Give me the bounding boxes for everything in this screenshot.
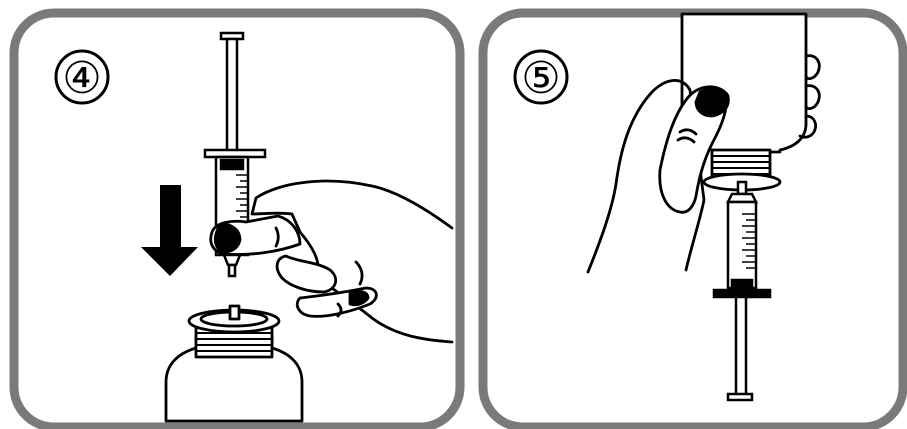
panel-step-4: ④	[14, 13, 460, 427]
step-4-number: ④	[62, 53, 101, 104]
step-4-badge: ④	[56, 51, 108, 104]
step-5-badge: ⑤	[515, 51, 567, 104]
panel-step-5: ⑤	[483, 13, 903, 427]
step-5-number: ⑤	[521, 53, 560, 104]
